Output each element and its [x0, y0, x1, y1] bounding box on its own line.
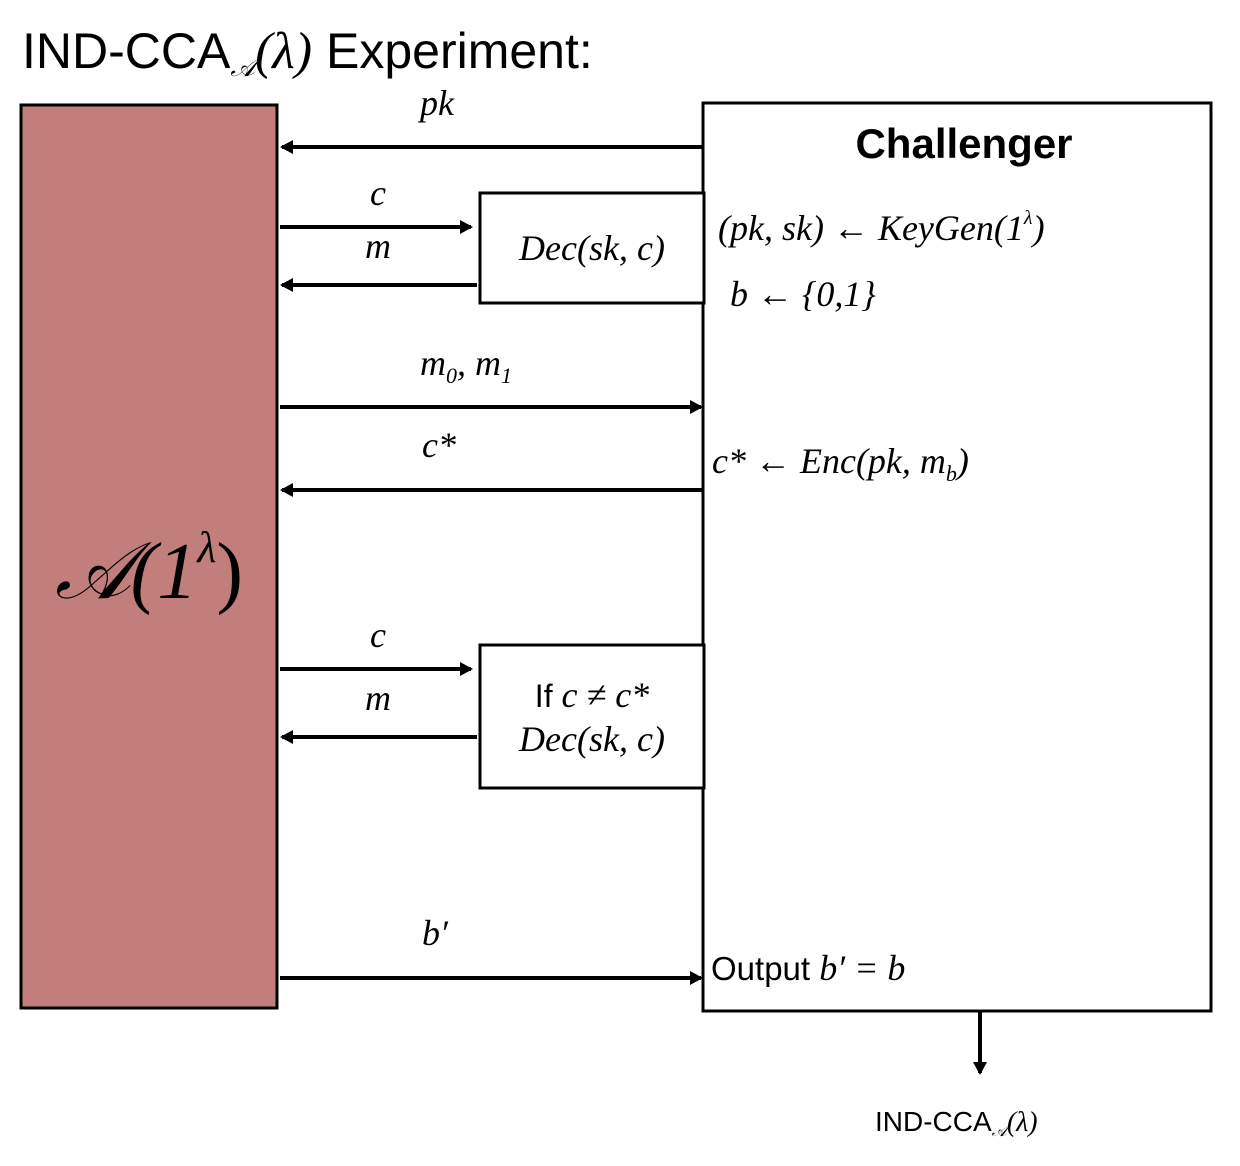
- restricted-oracle-condition: If c ≠ c*: [535, 675, 649, 715]
- label-c-query-2: c: [370, 615, 386, 655]
- label-challenge-messages: m0, m1: [420, 343, 512, 388]
- challenger-title: Challenger: [855, 120, 1072, 167]
- restricted-oracle-box: [478, 643, 706, 790]
- adversary-box: [19, 103, 279, 1010]
- output-line: Output b′ = b: [711, 948, 905, 988]
- restricted-oracle-label: Dec(sk, c): [518, 719, 665, 759]
- decryption-oracle-box: [478, 191, 706, 305]
- decryption-oracle-label: Dec(sk, c): [518, 228, 665, 268]
- adversary-label: 𝒜(1λ): [55, 523, 243, 616]
- encrypt-line: c* ← Enc(pk, mb): [712, 441, 969, 486]
- bit-sample-line: b ← {0,1}: [730, 274, 876, 314]
- result-label: IND-CCA𝒜(λ): [875, 1106, 1038, 1140]
- label-bprime: b′: [422, 913, 449, 953]
- label-pk: pk: [417, 83, 455, 123]
- experiment-title: IND-CCA𝒜(λ) Experiment:: [22, 23, 593, 82]
- label-c-query-1: c: [370, 173, 386, 213]
- label-cstar: c*: [422, 425, 456, 465]
- challenger-box: [701, 101, 1213, 1013]
- label-m-reply-1: m: [365, 226, 391, 266]
- label-m-reply-2: m: [365, 678, 391, 718]
- keygen-line: (pk, sk) ← KeyGen(1λ): [718, 207, 1045, 248]
